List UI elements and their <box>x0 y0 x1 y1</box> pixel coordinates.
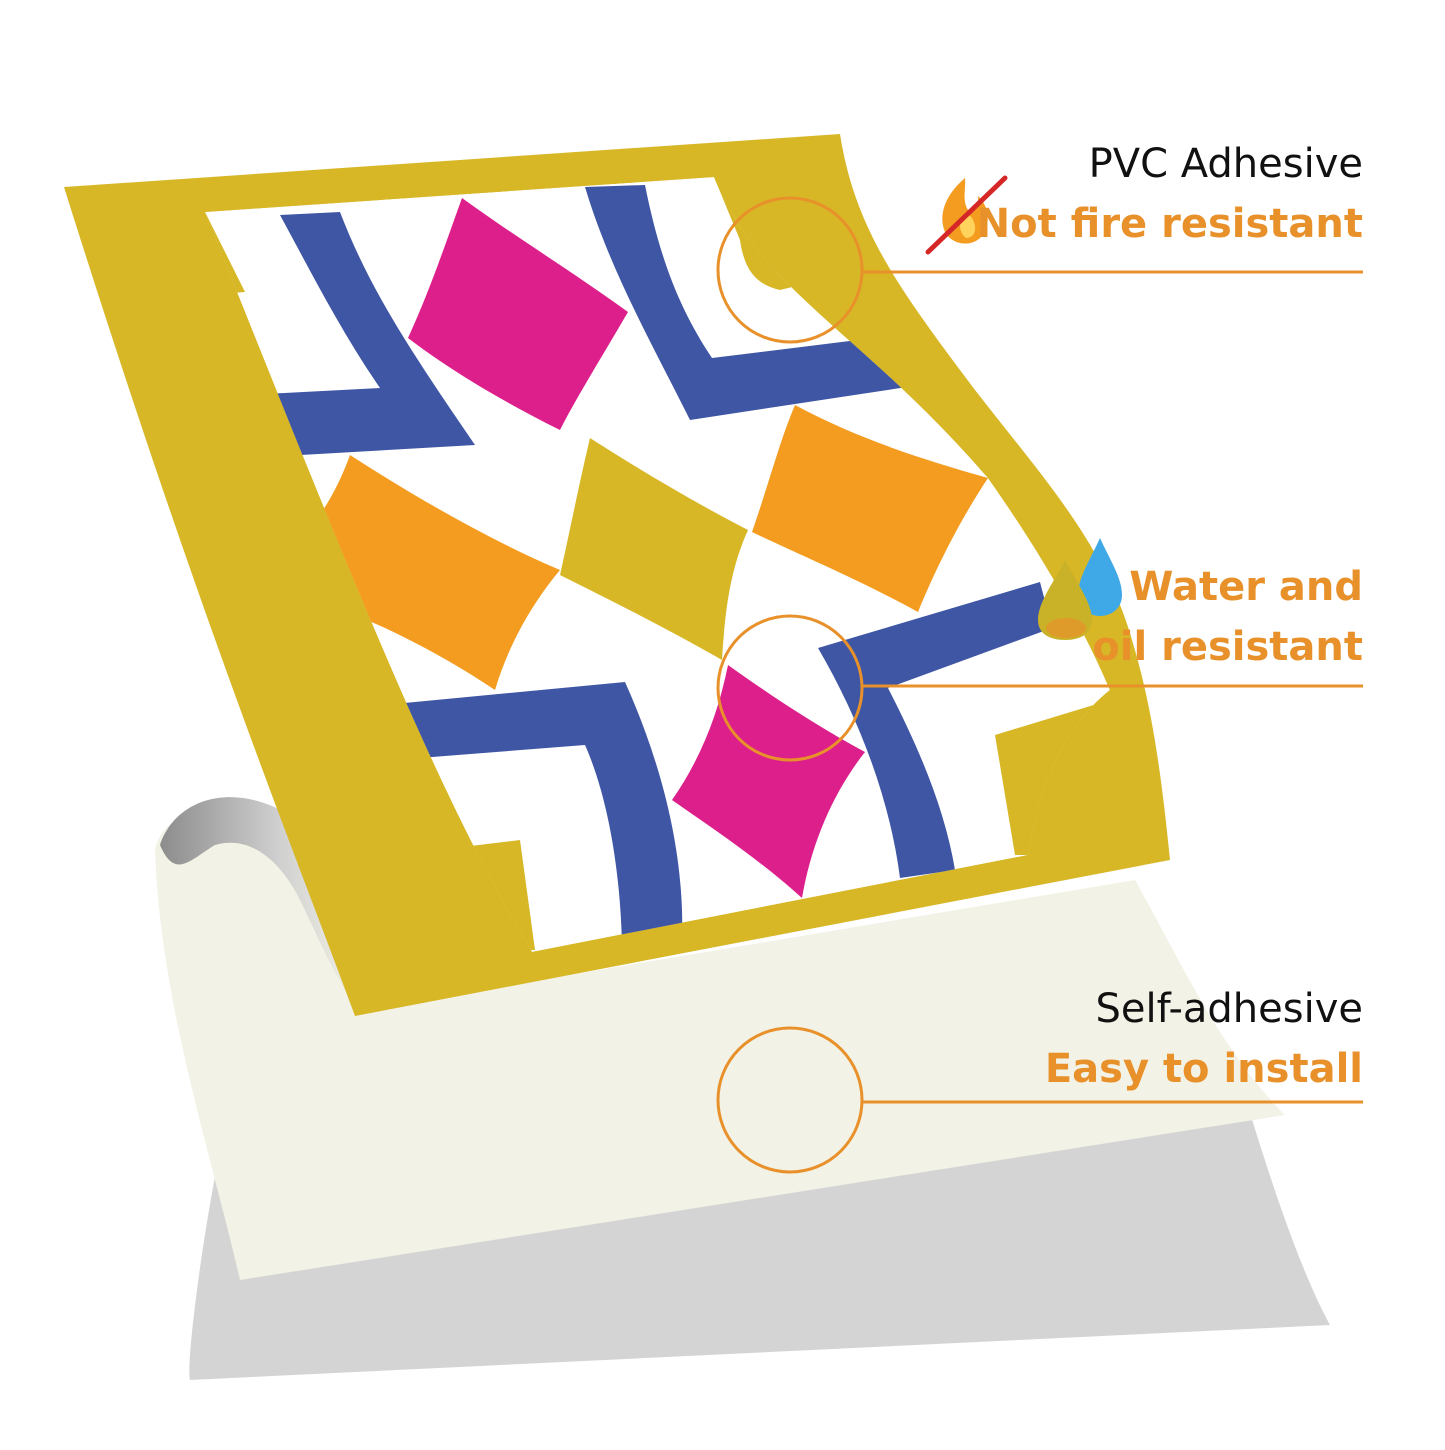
callout-circle-liner <box>716 1026 864 1174</box>
blue-band-top-right <box>585 185 920 420</box>
feature-pvc-adhesive: PVC Adhesive Not fire resistant <box>977 134 1363 254</box>
magenta-petal-bottom <box>672 665 865 898</box>
feature-subtitle: Not fire resistant <box>976 201 1363 247</box>
backing-liner <box>155 801 1285 1280</box>
callout-circle-surface <box>716 196 864 344</box>
tile-pattern <box>205 177 1110 952</box>
center-diamond <box>560 438 748 660</box>
crossed-fire-icon <box>925 175 1008 255</box>
water-oil-drops-icon <box>1038 538 1122 640</box>
callout-circle-pattern <box>716 614 864 762</box>
magenta-petal-top <box>408 198 628 430</box>
blue-band-bottom-right <box>818 582 1052 878</box>
feature-subtitle-line-1: Water and <box>1129 564 1363 610</box>
feature-water-oil-resistant: Water and oil resistant <box>1092 557 1363 677</box>
feature-subtitle-line-2: oil resistant <box>1092 624 1363 670</box>
feature-title: Self-adhesive <box>1095 986 1363 1032</box>
orange-petal-right <box>752 405 988 612</box>
feature-subtitle: Easy to install <box>1044 1046 1363 1092</box>
feature-self-adhesive: Self-adhesive Easy to install <box>1045 979 1363 1099</box>
feature-title: PVC Adhesive <box>1088 141 1363 187</box>
